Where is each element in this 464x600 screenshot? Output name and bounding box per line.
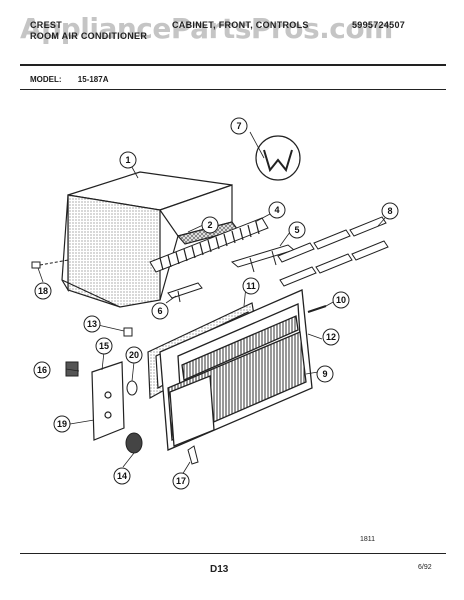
brand-line-1: CREST: [30, 20, 63, 30]
section-title: CABINET, FRONT, CONTROLS: [172, 20, 309, 30]
model-label: MODEL:: [30, 75, 62, 84]
small-knob-part: [126, 380, 138, 396]
watermark: AppliancePartsPros.com: [20, 12, 393, 45]
callout-8: 8: [381, 202, 399, 220]
cabinet-screw-part: [31, 261, 41, 269]
callout-19: 19: [53, 415, 71, 433]
callout-label: 12: [326, 332, 336, 342]
footer-rule: [20, 553, 446, 554]
small-bracket-part: [167, 282, 203, 303]
callout-18: 18: [34, 282, 52, 300]
callout-12: 12: [322, 328, 340, 346]
callout-15: 15: [95, 337, 113, 355]
callout-6: 6: [151, 302, 169, 320]
callout-13: 13: [83, 315, 101, 333]
callout-14: 14: [113, 467, 131, 485]
callout-label: 5: [294, 225, 299, 235]
callout-label: 11: [246, 281, 256, 291]
callout-1: 1: [119, 151, 137, 169]
vane-set-part: [277, 216, 389, 287]
clip-detail-part: [255, 135, 301, 181]
callout-label: 14: [117, 471, 127, 481]
callout-10: 10: [332, 291, 350, 309]
callout-label: 17: [176, 476, 186, 486]
control-bracket-part: [91, 361, 125, 441]
louver-part: [149, 217, 269, 273]
callout-label: 16: [37, 365, 47, 375]
callout-11: 11: [242, 277, 260, 295]
screw-part: [307, 305, 327, 313]
publication-number: 5995724507: [352, 20, 406, 30]
footer-date: 6/92: [418, 564, 432, 571]
callout-label: 6: [157, 306, 162, 316]
callout-label: 20: [129, 350, 139, 360]
callout-9: 9: [316, 365, 334, 383]
header-rule: [20, 64, 446, 66]
callout-5: 5: [288, 221, 306, 239]
model-line: MODEL: 15-187A: [30, 75, 108, 84]
callout-2: 2: [201, 216, 219, 234]
callout-20: 20: [125, 346, 143, 364]
knob-part: [125, 432, 143, 454]
clip-part: [187, 445, 199, 465]
callout-16: 16: [33, 361, 51, 379]
callout-label: 10: [336, 295, 346, 305]
callout-label: 4: [274, 205, 279, 215]
callout-label: 13: [87, 319, 97, 329]
front-panel-part: [159, 289, 313, 451]
callout-7: 7: [230, 117, 248, 135]
callout-label: 7: [236, 121, 241, 131]
model-value: 15-187A: [77, 75, 109, 84]
callout-label: 9: [322, 369, 327, 379]
page-code: D13: [210, 564, 229, 575]
callout-label: 2: [207, 220, 212, 230]
callout-label: 1: [125, 155, 130, 165]
model-rule: [20, 89, 446, 90]
figure-code: 1811: [360, 536, 376, 543]
callout-17: 17: [172, 472, 190, 490]
callout-label: 19: [57, 419, 67, 429]
callout-label: 8: [387, 206, 392, 216]
brand-line-2: ROOM AIR CONDITIONER: [30, 31, 148, 41]
callout-4: 4: [268, 201, 286, 219]
callout-label: 15: [99, 341, 109, 351]
nut-part: [123, 327, 133, 337]
callout-label: 18: [38, 286, 48, 296]
